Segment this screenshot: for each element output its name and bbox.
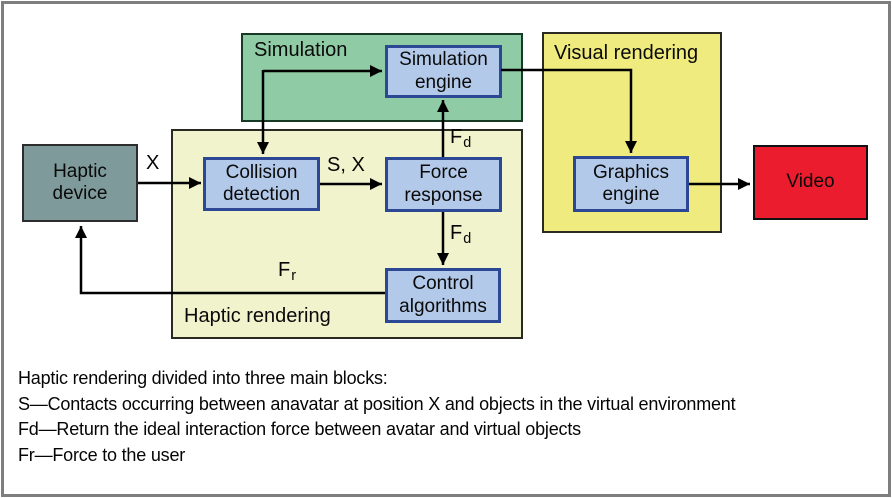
signal-fd-mid-base: F <box>450 222 463 244</box>
box-haptic-device: Haptic device <box>22 144 138 222</box>
arrow-control-to-haptic-device <box>75 226 385 295</box>
signal-fd-top-base: F <box>450 126 463 148</box>
region-visual-rendering-label: Visual rendering <box>554 42 699 64</box>
box-video: Video <box>753 145 868 220</box>
caption-line-2: S—Contacts occurring between anavatar at… <box>18 393 736 414</box>
signal-x-text: X <box>146 152 160 174</box>
box-collision-detection: Collision detection <box>203 157 320 211</box>
caption-line-4: Fr—Force to the user <box>18 444 186 465</box>
signal-sx-text: S, X <box>327 154 365 176</box>
box-haptic-device-label: Haptic device <box>52 160 108 204</box>
box-simulation-engine-label: Simulation engine <box>399 49 488 93</box>
caption-line-1: Haptic rendering divided into three main… <box>18 368 388 388</box>
signal-fd-top-label: Fd <box>450 126 472 151</box>
box-force-response-label: Force response <box>404 162 483 206</box>
region-simulation-label: Simulation <box>254 39 348 61</box>
signal-fr-label: Fr <box>278 259 297 284</box>
box-graphics-engine: Graphics engine <box>573 156 689 212</box>
signal-fr-base: F <box>278 259 291 281</box>
signal-x-label: X <box>146 152 159 175</box>
caption: Haptic rendering divided into three main… <box>18 366 878 468</box>
box-video-label: Video <box>786 171 835 193</box>
caption-line-3: Fd—Return the ideal interaction force be… <box>18 419 581 439</box>
box-simulation-engine: Simulation engine <box>385 45 502 98</box>
box-graphics-engine-label: Graphics engine <box>592 161 670 205</box>
box-force-response: Force response <box>385 157 502 212</box>
signal-fd-mid-sub: d <box>463 231 472 247</box>
signal-fd-mid-label: Fd <box>450 222 472 247</box>
box-control-algorithms-label: Control algorithms <box>399 273 487 317</box>
signal-fr-sub: r <box>291 268 297 284</box>
box-collision-detection-label: Collision detection <box>222 161 301 205</box>
arrow-simulation-engine-to-graphics <box>501 68 637 153</box>
box-control-algorithms: Control algorithms <box>385 268 501 323</box>
signal-fd-top-sub: d <box>463 135 472 151</box>
region-haptic-rendering-label: Haptic rendering <box>184 305 331 327</box>
signal-sx-label: S, X <box>327 154 365 177</box>
